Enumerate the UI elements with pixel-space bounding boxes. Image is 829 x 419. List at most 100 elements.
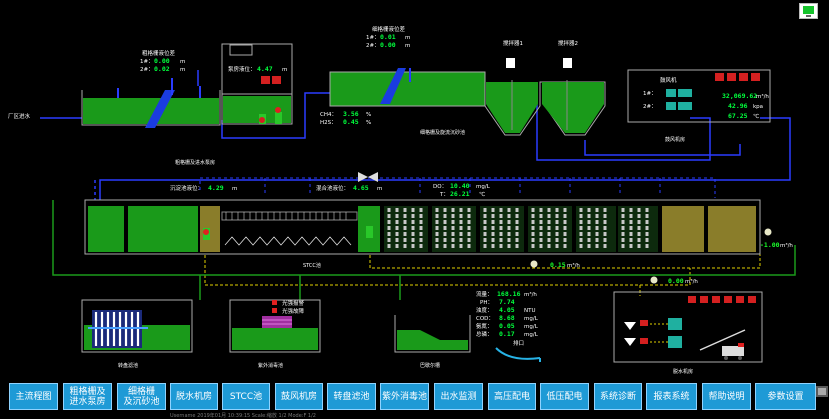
svg-text:0.05: 0.05 [499, 322, 515, 330]
svg-text:168.16: 168.16 [497, 290, 521, 298]
svg-text:℃: ℃ [753, 113, 759, 120]
mixer-icon [506, 58, 515, 68]
alarm-icon [261, 76, 270, 84]
svg-text:光强故障: 光强故障 [282, 307, 305, 315]
alarm-icon [272, 76, 281, 84]
svg-text:0.45: 0.45 [343, 118, 359, 126]
flowmeter-icon [650, 276, 658, 284]
status-line: Username 2019年01月 10:39:15 Scale:缩放 1/2 … [170, 413, 316, 419]
svg-text:m: m [405, 35, 410, 41]
disk-filter [81, 299, 193, 353]
process-flow-diagram: 粗格栅液位差 1#： 0.00 m 2#： 0.02 m 泵房液位： 4.47 … [8, 25, 796, 375]
filter-section-title: 转盘滤池 [118, 362, 138, 369]
monitor-icon[interactable] [799, 3, 818, 19]
svg-text:DO：: DO： [433, 184, 447, 190]
blower-flow-value: 32,069.62 [722, 92, 757, 100]
svg-text:7.74: 7.74 [499, 298, 515, 306]
nav-button-uv-tank[interactable]: 紫外消毒池 [380, 383, 429, 410]
uv-section-title: 紫外消毒池 [258, 362, 283, 369]
svg-text:m: m [180, 59, 185, 65]
flowmeter-icon [764, 228, 772, 236]
svg-text:m³/h: m³/h [567, 262, 580, 269]
nav-button-help[interactable]: 帮助说明 [702, 383, 751, 410]
svg-text:4.05: 4.05 [499, 306, 515, 314]
sludge-pipes [204, 248, 761, 296]
svg-text:0.00: 0.00 [380, 41, 396, 49]
nav-button-blower-room[interactable]: 鼓风机房 [275, 383, 323, 410]
svg-text:kpa: kpa [753, 104, 763, 110]
svg-text:2#：: 2#： [140, 67, 154, 73]
coarse-section-title: 粗格栅及进水泵房 [175, 159, 215, 166]
svg-text:T：: T： [439, 192, 449, 198]
svg-text:m: m [180, 67, 185, 73]
mix-level-value: 4.65 [353, 184, 369, 192]
svg-text:1#：: 1#： [366, 35, 380, 41]
nav-button-hv-distribution[interactable]: 高压配电 [488, 383, 536, 410]
nav-button-fine-screen-grit[interactable]: 细格栅 及沉砂池 [117, 383, 166, 410]
svg-text:光强报警: 光强报警 [282, 299, 305, 307]
svg-text:67.25: 67.25 [728, 112, 748, 120]
svg-text:总磷：: 总磷： [476, 330, 493, 338]
svg-text:mg/L: mg/L [524, 324, 539, 330]
svg-text:2#：: 2#： [643, 104, 657, 110]
air-pipes [199, 177, 716, 198]
pipe-network [40, 70, 791, 200]
fine-section-title: 细格栅及旋流沉砂池 [420, 129, 465, 136]
svg-text:H2S：: H2S： [320, 120, 337, 126]
svg-text:PH：: PH： [480, 300, 493, 306]
svg-text:2#：: 2#： [366, 43, 380, 49]
blower-icon [666, 89, 676, 97]
svg-text:-1.00: -1.00 [760, 241, 780, 249]
svg-text:泵房液位：: 泵房液位： [228, 65, 256, 73]
svg-text:1#：: 1#： [140, 59, 154, 65]
nav-button-lv-distribution[interactable]: 低压配电 [540, 383, 589, 410]
svg-text:COD：: COD： [476, 316, 494, 322]
blower-icon [666, 102, 676, 110]
nav-button-system-diagnosis[interactable]: 系统诊断 [594, 383, 642, 410]
inlet-label: 厂区进水 [8, 112, 31, 120]
green-lines [52, 200, 796, 300]
nav-button-report-system[interactable]: 报表系统 [646, 383, 697, 410]
svg-text:0.17: 0.17 [499, 330, 515, 338]
svg-text:m³/h: m³/h [685, 278, 698, 285]
settle-level-value: 4.29 [208, 184, 224, 192]
nav-button-disk-filter[interactable]: 转盘滤池 [327, 383, 376, 410]
nav-button-stcc-tank[interactable]: STCC池 [222, 383, 270, 410]
uv-disinfection [229, 299, 321, 353]
svg-text:m: m [232, 186, 237, 192]
mixer-icon [563, 58, 572, 68]
blower-section-title: 鼓风机房 [665, 136, 685, 143]
coarse-level-title: 粗格栅液位差 [142, 49, 176, 57]
svg-text:m: m [377, 186, 382, 192]
svg-text:mg/L: mg/L [524, 332, 539, 338]
svg-text:mg/L: mg/L [524, 316, 539, 322]
flowmeter-icon [530, 260, 538, 268]
dewater-section-title: 脱水机房 [673, 368, 693, 375]
svg-text:0.02: 0.02 [154, 65, 170, 73]
parshall-flume [394, 315, 541, 362]
svg-text:排口: 排口 [513, 339, 524, 347]
svg-text:m: m [405, 43, 410, 49]
svg-text:沉淀池液位：: 沉淀池液位： [170, 184, 203, 192]
blower-room [627, 69, 771, 123]
nav-button-coarse-screen-pump[interactable]: 粗格栅及 进水泵房 [63, 383, 112, 410]
dewatering-room [613, 291, 763, 363]
stcc-tank [84, 172, 761, 255]
nav-button-effluent-monitor[interactable]: 出水监测 [434, 383, 483, 410]
nav-button-main-flow[interactable]: 主流程图 [9, 383, 58, 410]
svg-text:3.56: 3.56 [343, 110, 359, 118]
pump-icon [275, 112, 282, 124]
svg-text:搅拌器1: 搅拌器1 [503, 39, 523, 47]
svg-text:mg/L: mg/L [476, 184, 491, 190]
svg-text:0.00: 0.00 [668, 277, 684, 285]
do-value: 10.40 [450, 182, 470, 190]
svg-text:CH4：: CH4： [320, 112, 337, 118]
nav-button-dewater-room[interactable]: 脱水机房 [170, 383, 218, 410]
system-tray-icon[interactable] [815, 385, 829, 398]
effluent-quality-panel: 流量： 168.16 m³/h PH： 7.74 浊度： 4.05 NTU CO… [476, 290, 539, 338]
svg-text:0.15: 0.15 [550, 261, 566, 269]
nav-button-settings[interactable]: 参数设置 [755, 383, 816, 410]
svg-text:42.96: 42.96 [728, 102, 748, 110]
svg-text:26.21: 26.21 [450, 190, 470, 198]
svg-text:m³/h: m³/h [524, 291, 537, 298]
